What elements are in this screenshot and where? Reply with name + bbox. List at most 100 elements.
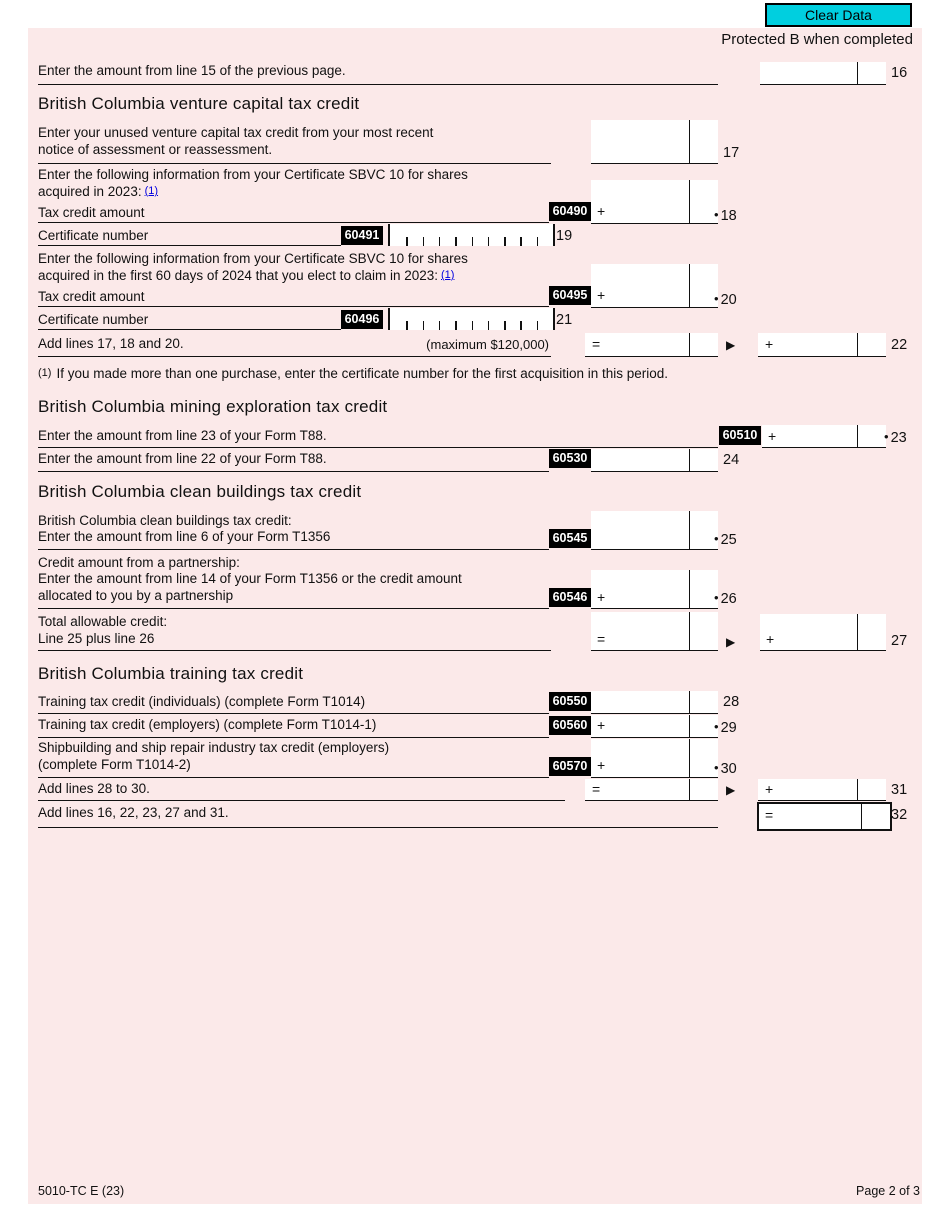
footnote-1-link[interactable]: (1) bbox=[144, 185, 159, 197]
line23-number: •23 bbox=[884, 429, 907, 446]
comb-tick bbox=[504, 321, 506, 330]
line20-number: •20 bbox=[714, 291, 737, 308]
line27-label-1: Total allowable credit: bbox=[38, 614, 168, 629]
comb-tick bbox=[520, 321, 522, 330]
line20-field-code: 60495 bbox=[549, 286, 591, 305]
amount-field-line17[interactable] bbox=[591, 120, 718, 164]
line28-underline bbox=[38, 713, 549, 714]
line27-equals-operator: = bbox=[597, 631, 606, 647]
cents-divider bbox=[688, 120, 690, 163]
carry-arrow-icon: ▶ bbox=[726, 783, 736, 797]
carry-arrow-icon: ▶ bbox=[726, 635, 736, 649]
amount-field-line29[interactable] bbox=[591, 715, 718, 738]
bullet-dot-icon: • bbox=[714, 760, 719, 775]
cents-divider bbox=[688, 511, 690, 549]
line26-number: •26 bbox=[714, 590, 737, 607]
line32-equals-operator: = bbox=[765, 807, 774, 823]
amount-field-line31-total[interactable] bbox=[585, 779, 718, 801]
line24-underline bbox=[38, 471, 549, 472]
line26-label-1: Credit amount from a partnership: bbox=[38, 555, 240, 570]
certificate-number-field-line19[interactable] bbox=[388, 224, 555, 246]
line26-underline bbox=[38, 608, 549, 609]
cents-divider bbox=[688, 180, 690, 223]
amount-field-line32-grand-total[interactable] bbox=[757, 802, 892, 831]
line26-plus-operator: + bbox=[597, 589, 606, 605]
line27-plus-operator: + bbox=[766, 631, 775, 647]
amount-field-line23[interactable] bbox=[762, 425, 886, 448]
amount-field-line16[interactable] bbox=[760, 62, 886, 85]
line16-number: 16 bbox=[891, 65, 908, 81]
clear-data-button[interactable]: Clear Data bbox=[765, 3, 912, 27]
line17-label-2: notice of assessment or reassessment. bbox=[38, 142, 273, 157]
amount-field-line25[interactable] bbox=[591, 511, 718, 550]
comb-tick bbox=[487, 237, 490, 246]
mining-section-heading: British Columbia mining exploration tax … bbox=[38, 397, 388, 416]
line29-field-code: 60560 bbox=[549, 716, 591, 735]
line30-underline bbox=[38, 777, 549, 778]
sbvc-2024-intro-2: acquired in the first 60 days of 2024 th… bbox=[38, 268, 455, 283]
amount-field-line24[interactable] bbox=[591, 449, 718, 472]
cents-divider bbox=[856, 779, 858, 800]
cents-divider bbox=[688, 570, 690, 608]
amount-field-line22-total[interactable] bbox=[585, 333, 718, 357]
cents-divider bbox=[688, 612, 690, 650]
line17-number: 17 bbox=[723, 145, 740, 161]
footnote-1-marker: (1) bbox=[38, 367, 52, 379]
carry-arrow-icon: ▶ bbox=[726, 338, 736, 352]
line17-label-1: Enter your unused venture capital tax cr… bbox=[38, 125, 434, 140]
line18-label: Tax credit amount bbox=[38, 205, 145, 220]
line30-plus-operator: + bbox=[597, 757, 606, 773]
line24-label: Enter the amount from line 22 of your Fo… bbox=[38, 451, 327, 466]
line32-underline bbox=[38, 827, 718, 828]
line29-label: Training tax credit (employers) (complet… bbox=[38, 717, 377, 732]
form-version-label: 5010-TC E (23) bbox=[38, 1184, 125, 1198]
amount-field-line27-carry[interactable] bbox=[760, 614, 886, 651]
amount-field-line28[interactable] bbox=[591, 691, 718, 714]
footnote-1-link[interactable]: (1) bbox=[441, 269, 455, 281]
line19-number: 19 bbox=[556, 228, 573, 244]
amount-field-line31-carry[interactable] bbox=[758, 779, 886, 801]
amount-field-line18[interactable] bbox=[591, 180, 718, 224]
amount-field-line22-carry[interactable] bbox=[758, 333, 886, 357]
line18-field-code: 60490 bbox=[549, 202, 591, 221]
comb-tick bbox=[438, 237, 441, 246]
line31-equals-operator: = bbox=[592, 781, 601, 797]
bullet-dot-icon: • bbox=[884, 429, 889, 444]
certificate-number-field-line21[interactable] bbox=[388, 308, 555, 330]
line20-label: Tax credit amount bbox=[38, 289, 145, 304]
line22-underline bbox=[38, 356, 551, 357]
line28-field-code: 60550 bbox=[549, 692, 591, 711]
amount-field-line30[interactable] bbox=[591, 739, 718, 778]
line21-field-code: 60496 bbox=[341, 310, 383, 329]
bullet-dot-icon: • bbox=[714, 719, 719, 734]
line30-label-1: Shipbuilding and ship repair industry ta… bbox=[38, 740, 390, 755]
cents-divider bbox=[688, 333, 690, 356]
line32-label: Add lines 16, 22, 23, 27 and 31. bbox=[38, 805, 229, 820]
comb-tick bbox=[422, 237, 425, 246]
comb-tick bbox=[455, 321, 457, 330]
line22-number: 22 bbox=[891, 337, 908, 353]
venture-section-heading: British Columbia venture capital tax cre… bbox=[38, 94, 360, 113]
line23-underline bbox=[38, 447, 718, 448]
page-number-label: Page 2 of 3 bbox=[856, 1184, 920, 1198]
line21-label: Certificate number bbox=[38, 312, 149, 327]
line31-label: Add lines 28 to 30. bbox=[38, 781, 150, 796]
amount-field-line27-total[interactable] bbox=[591, 612, 718, 651]
sbvc-2023-intro-2: acquired in 2023:(1) bbox=[38, 184, 159, 199]
line19-underline bbox=[38, 245, 341, 246]
line21-number: 21 bbox=[556, 312, 573, 328]
line31-underline bbox=[38, 800, 565, 801]
line18-plus-operator: + bbox=[597, 203, 606, 219]
amount-field-line20[interactable] bbox=[591, 264, 718, 308]
amount-field-line26[interactable] bbox=[591, 570, 718, 609]
line25-label-2: Enter the amount from line 6 of your For… bbox=[38, 529, 331, 544]
line31-plus-operator: + bbox=[765, 781, 774, 797]
line27-underline bbox=[38, 650, 551, 651]
line18-underline bbox=[38, 222, 549, 223]
protected-b-label: Protected B when completed bbox=[721, 31, 913, 48]
line19-label: Certificate number bbox=[38, 228, 149, 243]
line23-field-code: 60510 bbox=[719, 426, 761, 445]
line26-field-code: 60546 bbox=[549, 588, 591, 607]
line30-field-code: 60570 bbox=[549, 757, 591, 776]
comb-tick bbox=[487, 321, 490, 330]
